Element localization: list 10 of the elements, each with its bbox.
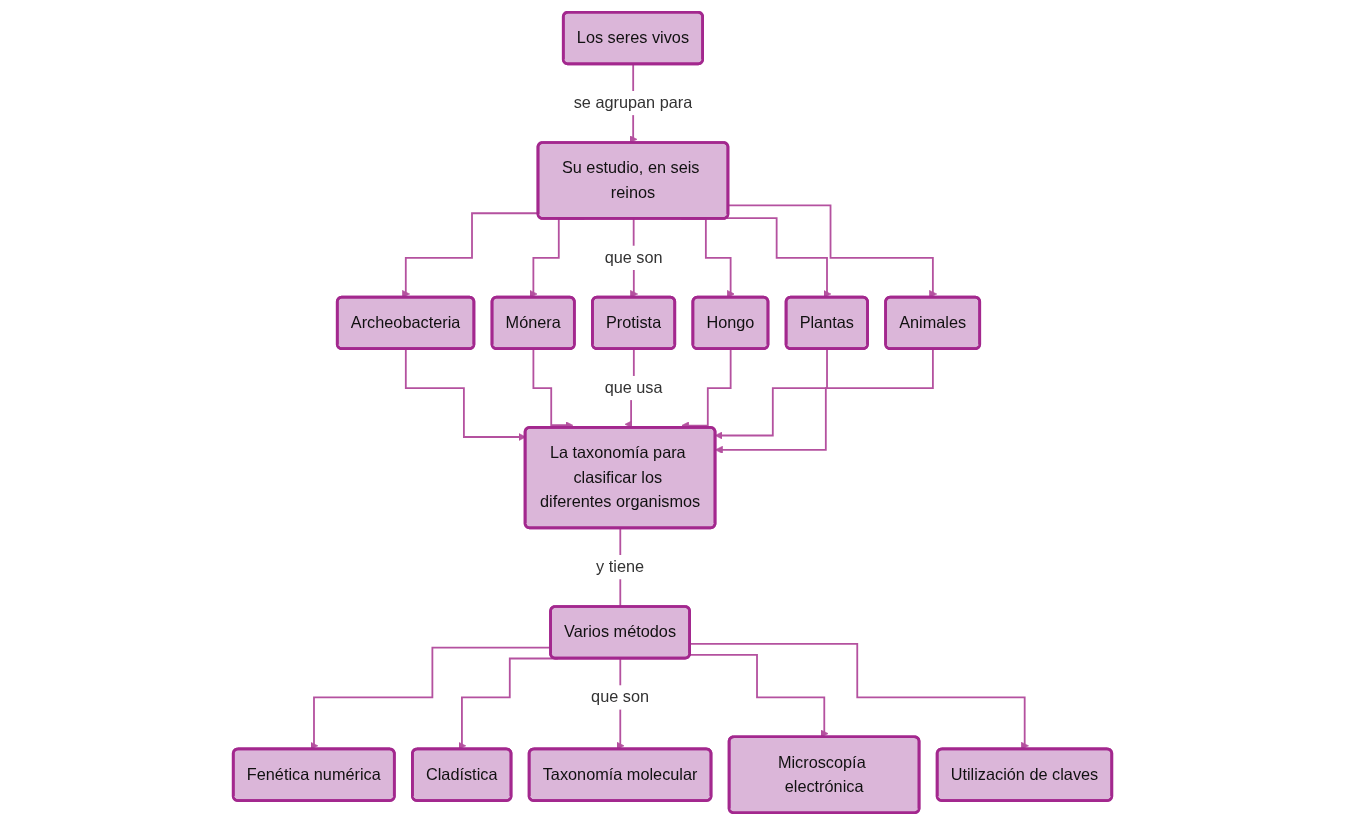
arrow — [727, 204, 938, 298]
edge-label: que usa — [605, 378, 664, 397]
edge-label: que son — [591, 687, 650, 707]
arrow — [715, 348, 935, 454]
edge-label: que son — [605, 248, 664, 267]
edge-label: y tiene — [596, 557, 645, 576]
arrow — [715, 348, 829, 440]
arrow — [402, 212, 540, 298]
edge-label: se agrupan para — [574, 93, 693, 112]
arrow — [726, 217, 832, 298]
